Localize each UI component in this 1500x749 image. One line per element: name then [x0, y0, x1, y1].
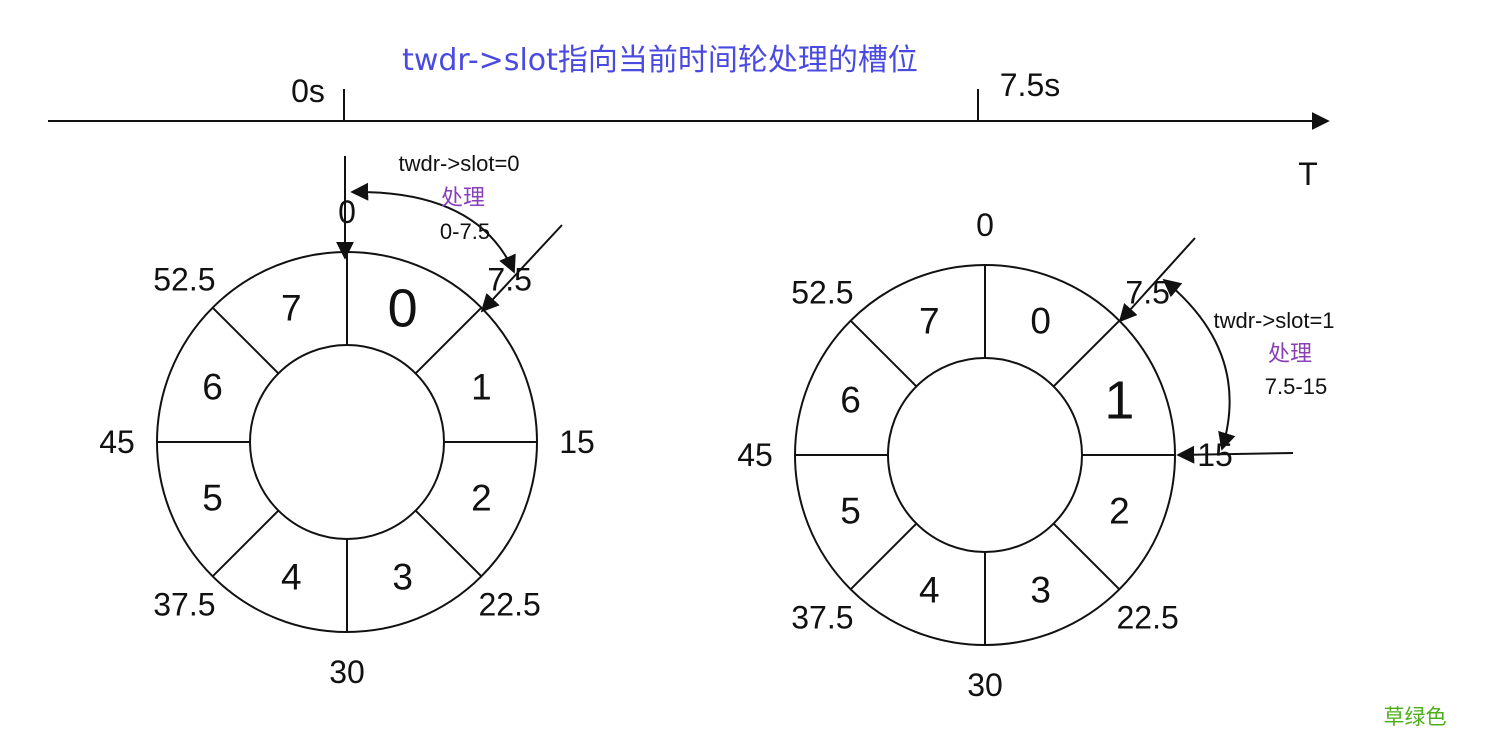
footer-note: 草绿色: [1384, 705, 1447, 729]
slot-number: 1: [471, 366, 492, 407]
boundary-label: 22.5: [1116, 600, 1178, 636]
slot-number: 5: [840, 491, 861, 532]
slot-number: 6: [840, 379, 861, 420]
timeline-mid-label: 7.5s: [1000, 67, 1060, 103]
timeline-start-label: 0s: [291, 73, 325, 109]
boundary-label: 37.5: [153, 587, 215, 623]
boundary-label: 45: [737, 437, 773, 473]
slot-divider: [414, 306, 483, 375]
slot-number: 4: [919, 569, 940, 610]
wheel-dividers: [795, 265, 1175, 645]
wheel-inner-ring: [887, 357, 1083, 553]
boundary-label: 52.5: [791, 274, 853, 310]
wheel-dividers: [157, 252, 537, 632]
annotation-range: 7.5-15: [1265, 374, 1327, 399]
boundary-label: 22.5: [478, 587, 540, 623]
slot-divider: [211, 509, 280, 578]
slot-divider: [211, 306, 280, 375]
slot-number: 3: [1030, 569, 1051, 610]
timeline-axis-label: T: [1298, 156, 1318, 192]
slot-number: 2: [471, 478, 492, 519]
slot-number: 5: [202, 478, 223, 519]
slot-number: 2: [1109, 491, 1130, 532]
pointer-arrow-end: [1176, 445, 1294, 464]
annotation-range: 0-7.5: [440, 219, 490, 244]
boundary-label: 7.5: [1125, 274, 1169, 310]
annotation-process: 处理: [441, 186, 485, 211]
slot-number: 3: [392, 556, 413, 597]
boundary-label: 30: [967, 667, 1003, 703]
slot-number: 0: [1030, 301, 1051, 342]
slot-number: 7: [281, 288, 302, 329]
boundary-label: 37.5: [791, 600, 853, 636]
annotation-process: 处理: [1268, 342, 1312, 367]
range-arc-arrow: [350, 182, 516, 274]
pointer-arrow-end: [480, 224, 563, 313]
active-slot-number: 0: [388, 279, 418, 339]
annotation-slot: twdr->slot=1: [1213, 308, 1334, 333]
range-arc-arrow: [1162, 278, 1236, 451]
slot-number: 6: [202, 366, 223, 407]
boundary-label: 15: [559, 424, 595, 460]
annotation-slot: twdr->slot=0: [398, 151, 519, 176]
boundary-label: 0: [976, 207, 994, 243]
wheel-slot-numbers: 0 1 2 3 4 5 6 7: [840, 301, 1134, 611]
boundary-label: 7.5: [487, 261, 531, 297]
boundary-label: 52.5: [153, 261, 215, 297]
slot-divider: [414, 509, 483, 578]
diagram-title: twdr->slot指向当前时间轮处理的槽位: [402, 43, 918, 78]
pointer-arrow-start: [1118, 237, 1196, 323]
boundary-label: 0: [338, 194, 356, 230]
boundary-label: 30: [329, 654, 365, 690]
slot-number: 4: [281, 556, 302, 597]
slot-number: 7: [919, 301, 940, 342]
slot-divider: [1052, 522, 1121, 591]
wheel-inner-ring: [249, 344, 445, 540]
timeline: 0s 7.5s T: [48, 67, 1330, 192]
slot-divider: [1052, 319, 1121, 388]
slot-divider: [849, 319, 918, 388]
active-slot-number: 1: [1104, 370, 1134, 430]
wheel-slot-numbers: 0 1 2 3 4 5 6 7: [202, 279, 491, 598]
slot-divider: [849, 522, 918, 591]
boundary-label: 45: [99, 424, 135, 460]
